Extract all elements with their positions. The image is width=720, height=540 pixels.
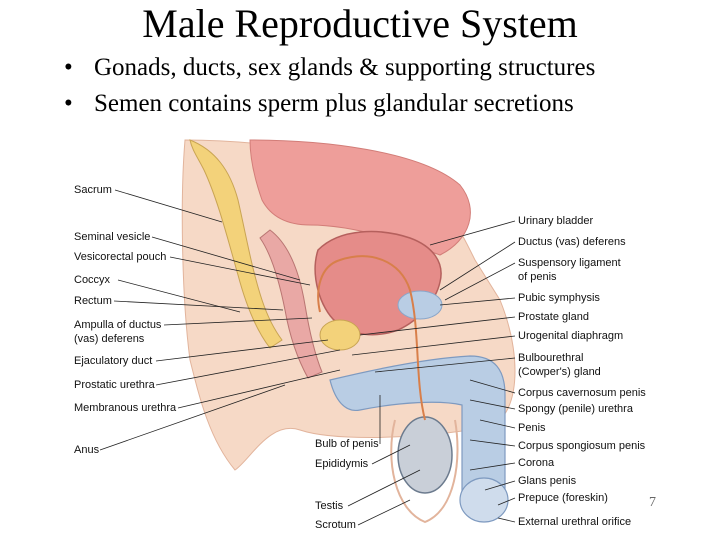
label-membranous-urethra: Membranous urethra bbox=[74, 402, 177, 414]
label-corpus-cavernosum: Corpus cavernosum penis bbox=[518, 387, 646, 399]
label-bulb-of-penis: Bulb of penis bbox=[315, 438, 379, 450]
rectum bbox=[259, 229, 323, 379]
label-prepuce: Prepuce (foreskin) bbox=[518, 492, 608, 504]
label-pubic-symphysis: Pubic symphysis bbox=[518, 292, 600, 304]
label-bulbourethral-line2: (Cowper's) gland bbox=[518, 366, 601, 378]
bullet-text: Gonads, ducts, sex glands & supporting s… bbox=[94, 54, 596, 81]
leader-corona bbox=[469, 462, 516, 471]
label-seminal-vesicle: Seminal vesicle bbox=[74, 231, 151, 243]
pubic-symphysis bbox=[397, 290, 443, 320]
bullet-list: • Gonads, ducts, sex glands & supporting… bbox=[64, 50, 595, 122]
label-rectum: Rectum bbox=[74, 295, 112, 307]
leader-prostatic-urethra bbox=[155, 349, 341, 386]
label-ampulla-line2: (vas) deferens bbox=[74, 333, 145, 345]
label-penis: Penis bbox=[518, 422, 546, 434]
label-spongy-urethra: Spongy (penile) urethra bbox=[518, 403, 633, 415]
bullet-dot: • bbox=[64, 90, 73, 117]
slide-title: Male Reproductive System bbox=[142, 1, 578, 46]
leader-urinary-bladder bbox=[429, 220, 516, 246]
leader-sacrum bbox=[114, 189, 223, 223]
label-bulbourethral-line1: Bulbourethral bbox=[518, 352, 584, 364]
glans-penis bbox=[459, 477, 509, 523]
scrotum bbox=[390, 419, 459, 524]
leader-pubic-symphysis bbox=[439, 297, 516, 306]
leader-lines bbox=[99, 189, 516, 526]
ductus-deferens-path bbox=[317, 255, 426, 421]
leader-external-urethral-orifice bbox=[497, 517, 516, 523]
label-testis: Testis bbox=[315, 500, 344, 512]
leader-testis bbox=[347, 469, 421, 507]
slide-number: 7 bbox=[649, 495, 656, 510]
leader-prostate-gland bbox=[359, 316, 516, 336]
leader-ductus-deferens bbox=[439, 241, 516, 291]
leader-spongy-urethra bbox=[469, 399, 516, 410]
label-suspensory-ligament-line1: Suspensory ligament bbox=[518, 257, 621, 269]
leader-corpus-spongiosum bbox=[469, 439, 516, 447]
leader-membranous-urethra bbox=[177, 369, 341, 409]
label-coccyx: Coccyx bbox=[74, 274, 111, 286]
label-corpus-spongiosum: Corpus spongiosum penis bbox=[518, 440, 646, 452]
label-external-urethral-orifice: External urethral orifice bbox=[518, 516, 632, 528]
prostate-gland bbox=[319, 319, 361, 351]
leader-suspensory-ligament bbox=[444, 262, 516, 301]
leader-urogenital-diaphragm bbox=[351, 335, 516, 356]
leader-vesicorectal-pouch bbox=[169, 256, 311, 286]
leader-glans-penis bbox=[484, 480, 516, 491]
leader-seminal-vesicle bbox=[151, 236, 301, 281]
label-ductus-deferens: Ductus (vas) deferens bbox=[518, 236, 626, 248]
label-ampulla-line1: Ampulla of ductus bbox=[74, 319, 162, 331]
bullet-text: Semen contains sperm plus glandular secr… bbox=[94, 90, 574, 117]
label-urogenital-diaphragm: Urogenital diaphragm bbox=[518, 330, 624, 342]
label-anus: Anus bbox=[74, 444, 100, 456]
label-prostatic-urethra: Prostatic urethra bbox=[74, 379, 155, 391]
label-prostate-gland: Prostate gland bbox=[518, 311, 589, 323]
label-suspensory-ligament-line2: of penis bbox=[518, 271, 557, 283]
leader-ejaculatory-duct bbox=[155, 339, 329, 362]
leader-corpus-cavernosum bbox=[469, 379, 516, 394]
label-scrotum: Scrotum bbox=[315, 519, 356, 531]
bullet-item: • Gonads, ducts, sex glands & supporting… bbox=[64, 50, 595, 86]
label-urinary-bladder: Urinary bladder bbox=[518, 215, 594, 227]
leader-anus bbox=[99, 384, 286, 451]
label-epididymis: Epididymis bbox=[315, 458, 369, 470]
label-sacrum: Sacrum bbox=[74, 184, 112, 196]
label-corona: Corona bbox=[518, 457, 555, 469]
leader-penis bbox=[479, 419, 516, 429]
leader-scrotum bbox=[357, 499, 411, 526]
sacrum-bone bbox=[189, 139, 283, 349]
testis bbox=[397, 416, 453, 494]
label-vesicorectal-pouch: Vesicorectal pouch bbox=[74, 251, 167, 263]
label-ejaculatory-duct: Ejaculatory duct bbox=[74, 355, 153, 367]
leader-bulbourethral bbox=[374, 357, 516, 373]
leader-rectum bbox=[113, 300, 284, 311]
leader-prepuce bbox=[497, 497, 516, 506]
bullet-dot: • bbox=[64, 54, 73, 81]
leader-epididymis bbox=[371, 444, 411, 465]
bullet-item: • Semen contains sperm plus glandular se… bbox=[64, 86, 595, 122]
leader-ampulla bbox=[163, 317, 313, 326]
label-glans-penis: Glans penis bbox=[518, 475, 577, 487]
